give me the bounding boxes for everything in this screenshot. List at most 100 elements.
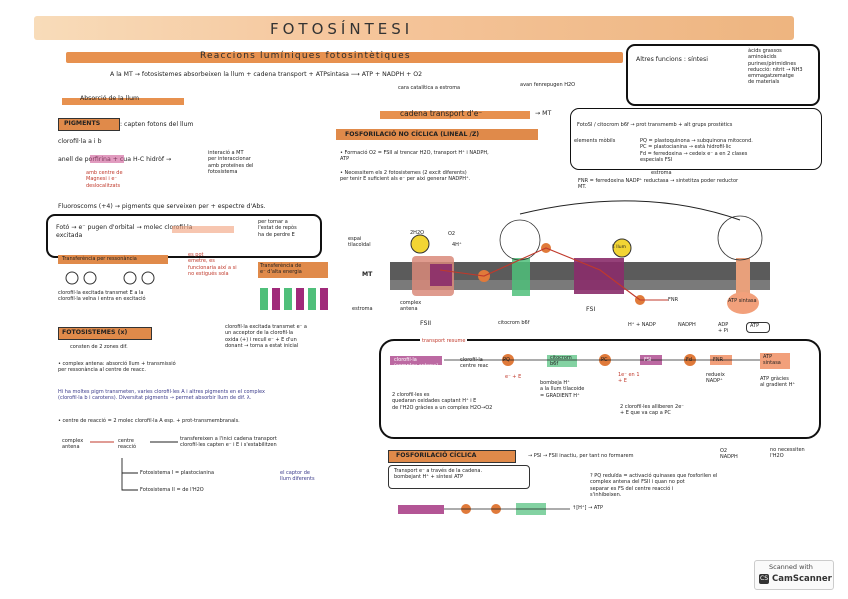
complex-antena-label: complex antena	[400, 300, 422, 313]
fsi-chain-label: FSI	[644, 357, 652, 363]
fnr-label: FNR	[668, 297, 679, 303]
cadena-title: cadena transport d'e⁻	[400, 109, 483, 118]
fotosi-row: FotoSI / citocrom b6f → prot transmemb +…	[577, 122, 733, 128]
scanned-with-text: Scanned with	[769, 563, 813, 571]
ciclica-right2: O2 NADPH	[720, 448, 738, 461]
elements-box	[570, 108, 822, 170]
atp-gracies-label: ATP gràcies al gradient H⁺	[760, 376, 796, 389]
foto-box	[46, 214, 322, 258]
res-circle-3	[123, 271, 137, 285]
atp-sintasa-chain-label: ATP sintasa	[763, 354, 781, 367]
pq-label: PQ	[503, 357, 510, 363]
nadp-label: H⁺ + NADP	[628, 322, 656, 328]
clorofila-text: clorofil·la a i b	[58, 138, 102, 145]
redueix-label: redueix NADP⁺	[706, 372, 725, 385]
camscanner-text: CamScanner	[772, 574, 832, 584]
porfirina-highlight	[90, 155, 124, 163]
res-circle-1	[65, 271, 79, 285]
altres-funcions-label: Altres funcions : síntesi	[636, 56, 708, 63]
mobils-list: PQ = plastoquinona → subquinona mitocond…	[640, 138, 753, 163]
fsii-mn-cluster	[410, 234, 430, 254]
complex-antena2: complex antena	[62, 438, 84, 451]
camscanner-badge: Scanned with CS CamScanner	[754, 560, 834, 590]
mt-label: MT	[362, 271, 373, 278]
camscanner-logo-icon: CS	[759, 574, 769, 584]
transf-elec-sub: clorofil·la excitada transmet e⁻ a un ac…	[225, 324, 307, 349]
pigments-label: PIGMENTS	[64, 120, 101, 127]
h2o-label: 2H2O	[410, 230, 425, 236]
absorcio-highlight	[62, 98, 184, 105]
fs-figure-5	[308, 288, 316, 310]
transf-elec-tag	[258, 262, 328, 278]
title-banner-highlight	[34, 16, 794, 40]
ciclica-tag	[388, 450, 516, 463]
pc-label: PC	[601, 357, 608, 363]
res-circle-2	[83, 271, 97, 285]
captors-text: el captor de llum diferents	[280, 470, 315, 483]
pigments-def: : capten fotons del llum	[120, 121, 194, 128]
es-pot-text: es pot emetre, es funcionaria així a si …	[188, 252, 237, 277]
absorcio-title: Absorció de la llum	[80, 95, 140, 102]
anell-sub: amb centre de Magnesi i e⁻ deslocalitzat…	[86, 170, 123, 189]
fotosistema2-text: Fotosistema II = de l'H2O	[140, 487, 204, 493]
process-box	[379, 339, 821, 439]
necessitem-text: • Necessitem els 2 fotosistemes (2 excit…	[340, 170, 471, 183]
altres-funcions-list: àcids grassos aminoàcids purines/pirimid…	[748, 48, 803, 86]
pq-reduida-text: ? PQ reduïda = activació quinases que fo…	[590, 473, 718, 498]
fs-figure-2	[272, 288, 280, 310]
fs-figure-1	[260, 288, 268, 310]
fotosistemes-title: FOTOSISTEMES (x)	[62, 329, 128, 336]
transfereixen-text: transfereixen a l'inici cadena transport…	[180, 436, 277, 449]
ciclica-box-text: Transport e⁻ a través de la cadena. bomb…	[394, 468, 483, 481]
estroma-right: estroma	[651, 170, 672, 176]
ciclica-box	[388, 465, 530, 489]
fsi-light-circle	[612, 238, 632, 258]
fnr-line: FNR = ferredoxina NADP⁺ reductasa → sint…	[578, 178, 739, 191]
fluoroscoms-text: Fluoroscoms (+4) → pigments que serveixe…	[58, 203, 266, 210]
chain-cito	[547, 355, 577, 367]
atp-sintasa-label: ATP sintasa	[728, 298, 757, 304]
foto-box-text2: per tornar a l'estat de repòs ha de perd…	[258, 219, 297, 238]
fs-figure-3	[284, 288, 292, 310]
fosforilacio-title: FOSFORILACIÓ NO CÍCLICA (LINEAL /Z)	[345, 131, 480, 138]
page-title: FOTOSÍNTESI	[270, 20, 414, 38]
atp-synthase-stalk	[736, 258, 750, 294]
atp-label: ATP	[750, 323, 760, 329]
espai-tilac-label: espai tilacoïdal	[348, 236, 371, 249]
proton-arc	[519, 200, 741, 221]
chain-start-label: clorofil·la (complex antena)	[394, 357, 439, 370]
ciclica-right: → PSI → FSII inactiu, per tant no formar…	[528, 453, 634, 459]
ciclica-chain-end: ↑[H⁺] → ATP	[572, 505, 603, 511]
fnr-chain-label: FNR	[713, 357, 724, 363]
fsi-complex-shape	[574, 258, 624, 294]
pigments-tag	[58, 118, 120, 131]
formacio-text: • Formació O2 = FSII al trencar H2O, tra…	[340, 150, 489, 163]
e-llum-label: E llum	[612, 245, 627, 250]
e-prob-label: e⁻ + E	[505, 374, 522, 380]
h-cloud-right	[717, 215, 763, 261]
clorofila-highlight	[172, 226, 234, 233]
estroma-label: estroma	[352, 306, 373, 312]
chain-start-highlight	[390, 356, 442, 365]
atp-box	[746, 322, 770, 333]
citocrom-chain-label: citocrom b6f	[550, 355, 572, 368]
res-circle-4	[141, 271, 155, 285]
fd-label: Fd	[686, 357, 693, 363]
transf-res-tag	[58, 255, 168, 264]
chain-atp	[760, 353, 790, 369]
cytochrome-shape	[512, 258, 530, 296]
ciclica-title: FOSFORILACIÓ CÍCLICA	[396, 452, 477, 459]
centre-reaccio-text: • centre de reacció = 2 molec clorofil·l…	[58, 418, 240, 424]
fotosistemes-tag	[58, 327, 152, 340]
section-banner	[66, 52, 623, 63]
clorofil-centre-label: clorofil·la centre reac	[460, 357, 489, 370]
intro-sub2: avan fenrepugen H2O	[520, 82, 576, 88]
fotosistema1-text: Fotosistema I = plastocianina	[140, 470, 215, 476]
o2-label: O2	[448, 231, 456, 237]
intro-sub: cara catalítica a estroma	[398, 85, 461, 91]
fsii-center-shape	[430, 264, 452, 286]
electron-path	[439, 247, 668, 301]
interaccio-text: interació a MT per interaccionar amb pro…	[208, 150, 254, 175]
atp-synthase-head	[727, 292, 759, 314]
